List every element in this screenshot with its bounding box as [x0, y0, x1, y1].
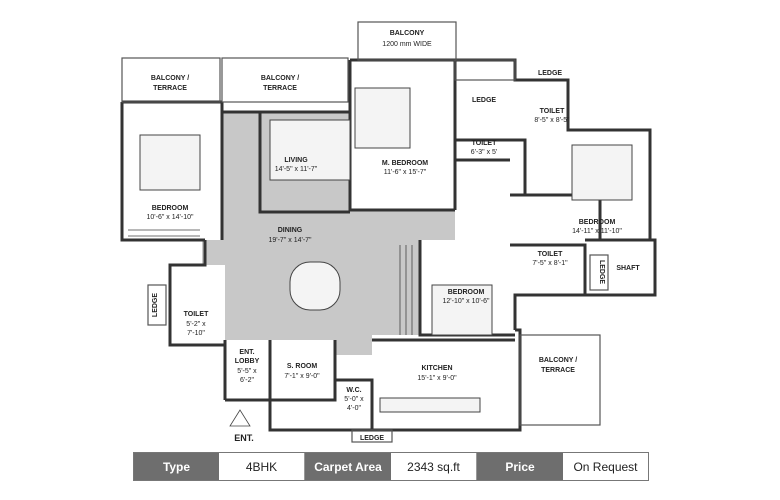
ent-lobby-dim: 5'-5" x [237, 368, 257, 375]
carpet-area-value: 2343 sq.ft [391, 453, 477, 480]
toilet-left-dim: 5'-2" x [186, 321, 206, 328]
balcony-top-label: BALCONY [390, 30, 425, 37]
spec-bar: Type 4BHK Carpet Area 2343 sq.ft Price O… [133, 452, 649, 481]
ledge-bottom-label: LEDGE [360, 435, 384, 442]
m-bedroom-dim: 11'-6" x 15'-7" [384, 169, 427, 176]
wardrobe-left-icon [128, 229, 200, 237]
balcony-terrace-1-label-2: TERRACE [153, 85, 187, 92]
toilet-left-label: TOILET [184, 311, 209, 318]
balcony-terrace-3-label-2: TERRACE [541, 367, 575, 374]
price-label: Price [477, 453, 563, 480]
bed-left-icon [139, 134, 201, 191]
balcony-terrace-2-label: BALCONY / [261, 75, 299, 82]
dining-dim: 19'-7" x 14'-7" [268, 237, 312, 244]
s-room-label: S. ROOM [287, 363, 318, 370]
bedroom-right-dim: 14'-11" x 11'-10" [572, 228, 622, 235]
sofa-icon [269, 119, 351, 181]
ent-lobby-label-2: LOBBY [235, 358, 260, 365]
entrance-label: ENT. [234, 433, 254, 443]
bedroom-left-dim: 10'-6" x 14'-10" [147, 214, 194, 221]
toilet-top-dim: 8'-5" x 8'-5" [534, 117, 570, 124]
ent-lobby-dim-2: 6'-2" [240, 377, 254, 384]
floor-plan: BALCONY 1200 mm WIDE BALCONY / TERRACE B… [120, 21, 657, 443]
toilet-right-dim: 7'-5" x 8'-1" [532, 260, 568, 267]
shaft-label: SHAFT [616, 265, 640, 272]
bedroom-right-label: BEDROOM [579, 219, 616, 226]
price-value: On Request [563, 453, 648, 480]
ledge-left-label: LEDGE [152, 293, 159, 317]
toilet-mid-dim: 6'-3" x 5' [471, 149, 498, 156]
bedroom-center-label: BEDROOM [448, 289, 485, 296]
toilet-mid-label: TOILET [472, 140, 497, 147]
toilet-top-label: TOILET [540, 108, 565, 115]
kitchen-counter-icon [379, 397, 481, 413]
dining-label: DINING [278, 227, 303, 234]
balcony-terrace-1-label: BALCONY / [151, 75, 189, 82]
wardrobe-hatch-icon [399, 245, 413, 335]
ledge-inner-label: LEDGE [472, 97, 496, 104]
ledge-right-label: LEDGE [598, 260, 605, 284]
kitchen-label: KITCHEN [421, 365, 452, 372]
living-label: LIVING [284, 157, 308, 164]
balcony-terrace-2-label-2: TERRACE [263, 85, 297, 92]
ledge-top-label: LEDGE [538, 70, 562, 77]
dining-table-icon [289, 261, 341, 311]
carpet-area-label: Carpet Area [305, 453, 391, 480]
kitchen-dim: 15'-1" x 9'-0" [417, 375, 457, 382]
living-dim: 14'-5" x 11'-7" [275, 166, 318, 173]
bedroom-left-label: BEDROOM [152, 205, 189, 212]
toilet-right-label: TOILET [538, 251, 563, 258]
wc-label: W.C. [346, 387, 361, 394]
entrance-arrow-icon [229, 409, 251, 427]
bedroom-center-dim: 12'-10" x 10'-6" [443, 298, 490, 305]
s-room-dim: 7'-1" x 9'-0" [284, 373, 320, 380]
type-label: Type [134, 453, 219, 480]
balcony-terrace-3-label: BALCONY / [539, 357, 577, 364]
bed-right-icon [571, 144, 633, 201]
ent-lobby-label: ENT. [239, 349, 254, 356]
type-value: 4BHK [219, 453, 305, 480]
balcony-top-dim: 1200 mm WIDE [382, 41, 432, 48]
bed-master-icon [354, 87, 411, 149]
bed-center-icon [431, 284, 493, 336]
m-bedroom-label: M. BEDROOM [382, 160, 428, 167]
common-area-fill [202, 112, 455, 355]
toilet-left-dim-2: 7'-10" [187, 330, 205, 337]
wc-dim: 5'-0" x [344, 396, 364, 403]
wc-dim-2: 4'-0" [347, 405, 361, 412]
